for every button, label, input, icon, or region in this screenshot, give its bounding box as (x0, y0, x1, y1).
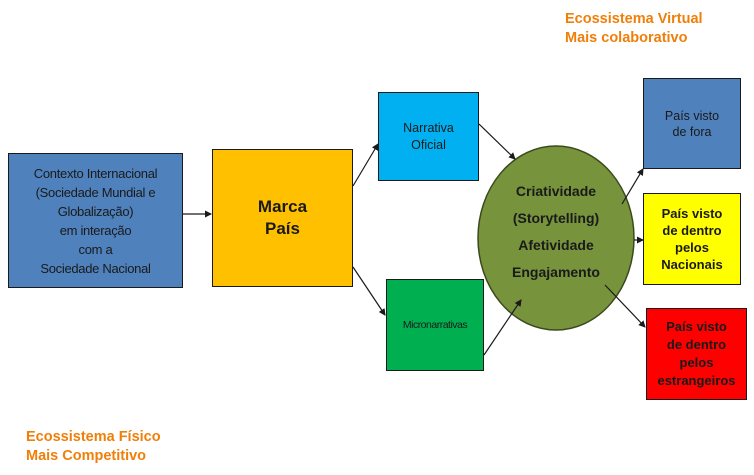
micronarratives-box: Micronarrativas (386, 279, 484, 371)
output-box-seen-by-nationals: País visto de dentro pelos Nacionais (643, 193, 741, 285)
arrow-narrative-to-ellipse (478, 123, 516, 160)
official-narrative-box: Narrativa Oficial (378, 92, 479, 181)
central-ellipse (477, 145, 635, 331)
output-box-seen-from-outside: País visto de fora (643, 78, 741, 169)
context-box-label: Contexto Internacional (Sociedade Mundia… (33, 165, 158, 276)
central-ellipse-label: Criatividade (Storytelling) Afetividade … (512, 183, 600, 280)
official-narrative-label: Narrativa Oficial (403, 120, 454, 152)
output-label-seen-by-foreigners: País visto de dentro pelos estrangeiros (657, 319, 736, 388)
output-label-seen-by-nationals: País visto de dentro pelos Nacionais (661, 206, 723, 272)
arrow-brand-to-micro (352, 266, 386, 316)
brand-box: Marca País (212, 149, 353, 287)
brand-box-label: Marca País (257, 197, 308, 238)
virtual-ecosystem-label: Ecossistema Virtual Mais colaborativo (565, 11, 703, 46)
arrow-ellipse-to-estrangeiros (604, 284, 646, 328)
arrow-micro-to-ellipse (483, 299, 522, 356)
arrow-brand-to-narrative (352, 143, 379, 187)
output-box-seen-by-foreigners: País visto de dentro pelos estrangeiros (646, 308, 747, 400)
physical-ecosystem-label: Ecossistema Físico Mais Competitivo (26, 429, 161, 464)
arrow-ellipse-to-fora (621, 168, 644, 205)
context-box: Contexto Internacional (Sociedade Mundia… (8, 153, 183, 288)
output-label-seen-from-outside: País visto de fora (664, 108, 720, 139)
micronarratives-label: Micronarrativas (402, 319, 468, 331)
